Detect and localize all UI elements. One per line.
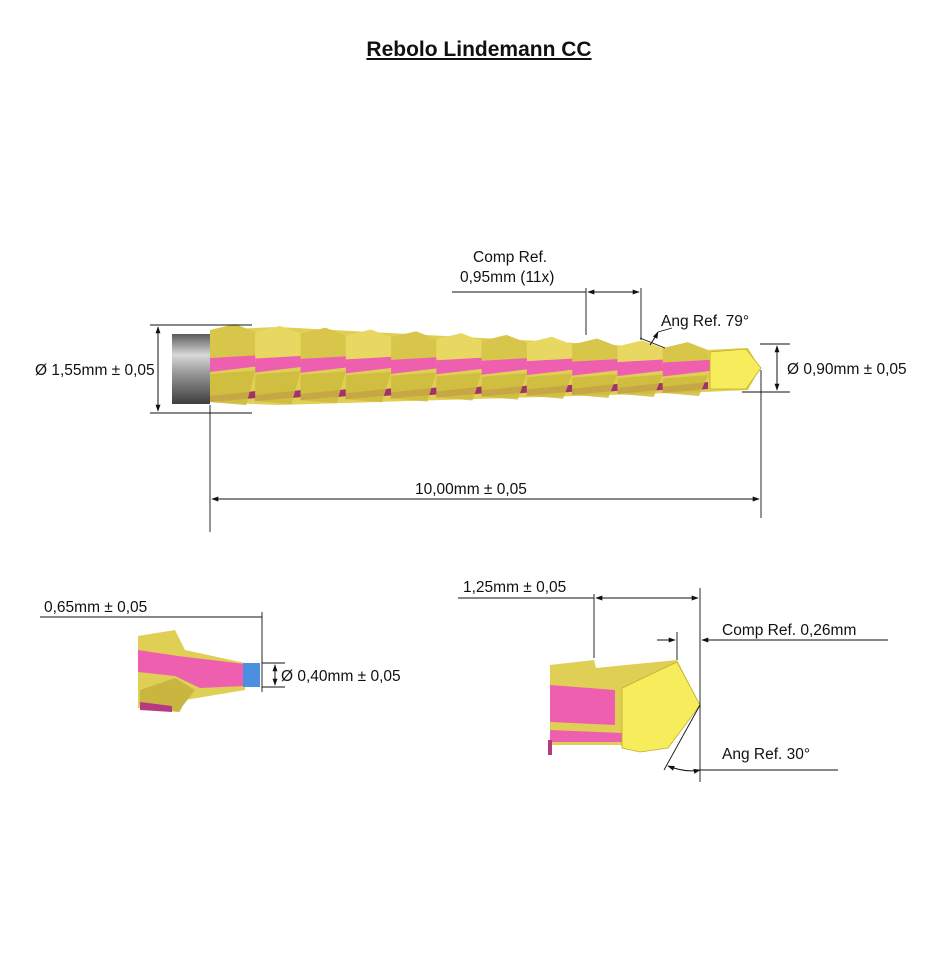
flute-lower-tooth bbox=[572, 374, 618, 398]
flute-lower-tooth bbox=[526, 373, 573, 399]
flute-lower-tooth bbox=[300, 371, 346, 404]
detail-right-pink bbox=[550, 685, 615, 725]
detail-right-pink-lower bbox=[550, 730, 622, 742]
detail-right-dark-edge bbox=[548, 740, 552, 755]
flute-lower-tooth bbox=[436, 372, 482, 401]
dimension-tip-diameter: Ø 0,90mm ± 0,05 bbox=[742, 343, 907, 393]
flute-tooth bbox=[300, 327, 346, 363]
flute-tooth bbox=[210, 324, 256, 362]
shank bbox=[172, 334, 210, 404]
flute-tooth bbox=[345, 329, 392, 364]
flute-tooth bbox=[391, 331, 437, 364]
pitch-label-line2: 0,95mm (11x) bbox=[460, 269, 554, 286]
tip-diameter-label: Ø 0,90mm ± 0,05 bbox=[787, 361, 907, 378]
flute-lower-tooth bbox=[255, 370, 301, 405]
flute-tooth bbox=[481, 334, 527, 365]
flute-tooth bbox=[255, 325, 301, 363]
pitch-label-line1: Comp Ref. bbox=[473, 249, 547, 266]
flute-lower-tooth bbox=[210, 370, 256, 406]
detail-right-length-label: 1,25mm ± 0,05 bbox=[463, 579, 566, 596]
flute-tooth bbox=[617, 340, 663, 367]
flute-tooth bbox=[662, 342, 708, 367]
dimension-flute-angle: Ang Ref. 79° bbox=[639, 313, 749, 349]
detail-left-blue-tip bbox=[243, 663, 260, 687]
flutes bbox=[210, 324, 727, 406]
flute-lower-tooth bbox=[391, 372, 437, 402]
detail-right-tip: 1,25mm ± 0,05 Comp Ref. 0,26mm Ang Ref. … bbox=[458, 579, 888, 782]
total-length-label: 10,00mm ± 0,05 bbox=[415, 481, 527, 498]
flute-lower-tooth bbox=[481, 373, 527, 400]
flute-lower-tooth bbox=[617, 374, 663, 397]
flute-tooth bbox=[572, 338, 618, 366]
bur-tip bbox=[709, 348, 762, 390]
flute-angle-label: Ang Ref. 79° bbox=[661, 313, 749, 330]
detail-right-tip-face bbox=[621, 661, 701, 753]
detail-left-pink-edge bbox=[140, 702, 172, 712]
shank-diameter-label: Ø 1,55mm ± 0,05 bbox=[35, 362, 155, 379]
detail-left-tip: 0,65mm ± 0,05 Ø 0,40mm ± 0,05 bbox=[40, 599, 401, 712]
dimension-shank-diameter: Ø 1,55mm ± 0,05 bbox=[35, 324, 252, 414]
drawing-title: Rebolo Lindemann CC bbox=[366, 38, 592, 61]
flute-tooth bbox=[436, 333, 482, 365]
dimension-pitch: Comp Ref. 0,95mm (11x) bbox=[452, 249, 642, 340]
flute-tooth bbox=[526, 336, 573, 366]
detail-left-diameter-label: Ø 0,40mm ± 0,05 bbox=[281, 668, 401, 685]
detail-left-length-label: 0,65mm ± 0,05 bbox=[44, 599, 147, 616]
dimension-total-length: 10,00mm ± 0,05 bbox=[209, 370, 762, 532]
flute-lower-tooth bbox=[662, 375, 708, 396]
detail-right-comp-label: Comp Ref. 0,26mm bbox=[722, 622, 856, 639]
bur-main-view bbox=[172, 324, 762, 406]
detail-left-gold-cut bbox=[140, 678, 195, 712]
flute-lower-tooth bbox=[345, 371, 392, 403]
detail-left-pink-band bbox=[138, 650, 245, 688]
detail-right-angle-label: Ang Ref. 30° bbox=[722, 746, 810, 763]
